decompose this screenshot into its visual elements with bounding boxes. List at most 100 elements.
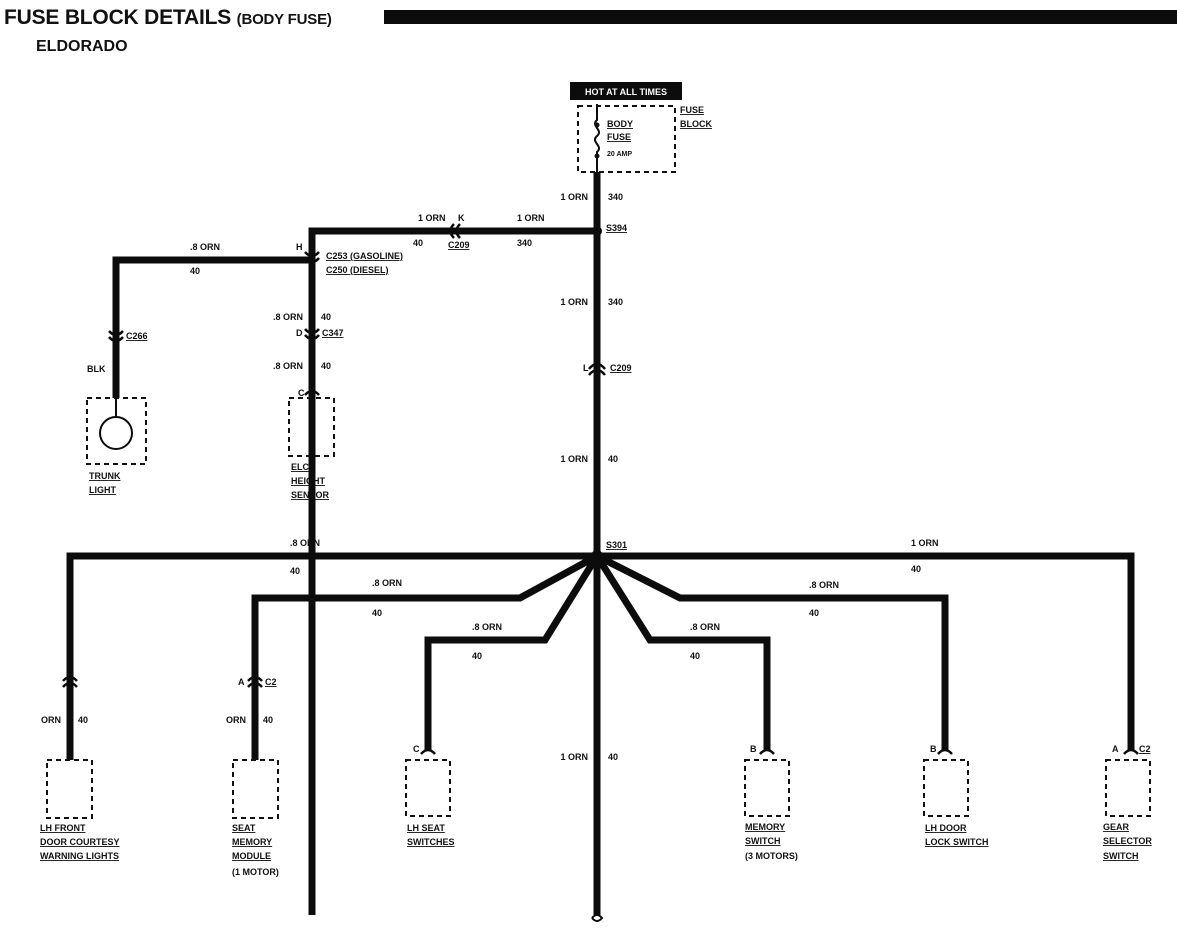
pin-label: A — [238, 677, 245, 687]
pin-label: D — [296, 328, 303, 338]
wire-label: .8 ORN — [809, 580, 839, 590]
pin-label: C — [298, 388, 305, 398]
wire-label: 40 — [911, 564, 921, 574]
fuse-name-2: FUSE — [607, 132, 631, 142]
mem-switch-label-3: (3 MOTORS) — [745, 851, 798, 861]
pin-label: H — [296, 242, 303, 252]
wire-label: 1 ORN — [517, 213, 545, 223]
hot-label: HOT AT ALL TIMES — [585, 87, 667, 97]
title-suffix: (BODY FUSE) — [236, 11, 332, 28]
wire-label: 1 ORN — [560, 192, 588, 202]
wire-label: 1 ORN — [560, 752, 588, 762]
pin-label: B — [750, 744, 757, 754]
fuse-rating: 20 AMP — [607, 151, 632, 158]
upper-left-wire — [308, 227, 597, 915]
connector-label: C253 (GASOLINE) — [326, 251, 403, 261]
seat-memory-box — [232, 759, 279, 819]
wire-label: .8 ORN — [273, 312, 303, 322]
lh-front-box — [46, 759, 93, 819]
branch-gear-selector — [597, 552, 1135, 750]
c209-top-connector — [449, 223, 461, 239]
wire-label: 40 — [190, 266, 200, 276]
connector-label: C209 — [448, 240, 470, 250]
wire-label: 40 — [608, 454, 618, 464]
elc-label-1: ELC — [291, 462, 310, 472]
mem-switch-label-1: MEMORY — [745, 822, 785, 832]
branch-memory-switch — [594, 554, 771, 750]
trunk-lamp-symbol — [99, 416, 133, 450]
wire-label: .8 ORN — [290, 538, 320, 548]
wire-label: 40 — [78, 715, 88, 725]
left-wire — [112, 256, 312, 398]
connector-label: C2 — [265, 677, 277, 687]
elc-label-2: HEIGHT — [291, 476, 326, 486]
wire-label: .8 ORN — [190, 242, 220, 252]
connector-label: C2 — [1139, 744, 1151, 754]
c266-connector — [108, 330, 124, 343]
branch-lh-seat — [424, 554, 600, 750]
seat-mem-label-3: MODULE — [232, 851, 271, 861]
wire-label: .8 ORN — [690, 622, 720, 632]
wire-label: 340 — [608, 192, 623, 202]
wire-label: 40 — [321, 312, 331, 322]
wire-label: .8 ORN — [372, 578, 402, 588]
c2-left-connector — [247, 675, 263, 688]
lh-door-box — [923, 759, 969, 817]
c347-connector — [304, 328, 320, 341]
elc-label-3: SENSOR — [291, 490, 330, 500]
wire-label: 340 — [517, 238, 532, 248]
wire-label: 1 ORN — [560, 297, 588, 307]
wire-label: 40 — [263, 715, 273, 725]
pin-label: B — [930, 744, 937, 754]
lh-seat-box — [405, 759, 451, 817]
branch-lh-door — [595, 552, 949, 750]
wire-label: 40 — [413, 238, 423, 248]
wire-label: ORN — [41, 715, 61, 725]
wire-label: 40 — [321, 361, 331, 371]
wire-label: 40 — [809, 608, 819, 618]
fuse-block-label-1: FUSE — [680, 105, 704, 115]
lh-front-label-3: WARNING LIGHTS — [40, 851, 119, 861]
lh-door-label-2: LOCK SWITCH — [925, 837, 989, 847]
seat-mem-label-1: SEAT — [232, 823, 256, 833]
page-subtitle: ELDORADO — [36, 38, 128, 55]
lh-door-label-1: LH DOOR — [925, 823, 967, 833]
trunk-label-1: TRUNK — [89, 471, 121, 481]
elc-sensor-box — [288, 397, 335, 457]
fuse-name-1: BODY — [607, 119, 633, 129]
fuse-block-box — [577, 105, 676, 173]
branch-lh-front — [66, 552, 597, 760]
wire-label: 40 — [690, 651, 700, 661]
wire-label: ORN — [226, 715, 246, 725]
pin-label: L — [583, 363, 589, 373]
trunk-label-2: LIGHT — [89, 485, 116, 495]
fuse-block-label-2: BLOCK — [680, 119, 712, 129]
wire-label: 40 — [608, 752, 618, 762]
splice-label: S301 — [606, 540, 627, 550]
mem-switch-label-2: SWITCH — [745, 836, 781, 846]
wire-label: K — [458, 213, 465, 223]
wire-label: 40 — [472, 651, 482, 661]
memory-switch-box — [744, 759, 790, 817]
wire-label: 1 ORN — [418, 213, 446, 223]
gear-label-3: SWITCH — [1103, 851, 1139, 861]
continuation-mark — [591, 914, 604, 922]
hot-tag — [570, 82, 682, 100]
pin-label: C — [413, 744, 420, 754]
branch-seat-memory — [251, 552, 599, 760]
title-text: FUSE BLOCK DETAILS — [4, 6, 232, 29]
gear-label-2: SELECTOR — [1103, 836, 1152, 846]
wire-label: 40 — [372, 608, 382, 618]
lh-seat-label-2: SWITCHES — [407, 837, 455, 847]
gear-label-1: GEAR — [1103, 822, 1130, 832]
page-title: FUSE BLOCK DETAILS (BODY FUSE) — [4, 6, 332, 30]
wire-label: 1 ORN — [560, 454, 588, 464]
connector-label: C266 — [126, 331, 148, 341]
wire-label: 40 — [290, 566, 300, 576]
connector-label: C347 — [322, 328, 344, 338]
lh-front-label-2: DOOR COURTESY — [40, 837, 120, 847]
c253-connector — [304, 251, 320, 264]
splice-label: S394 — [606, 223, 627, 233]
seat-mem-label-2: MEMORY — [232, 837, 272, 847]
